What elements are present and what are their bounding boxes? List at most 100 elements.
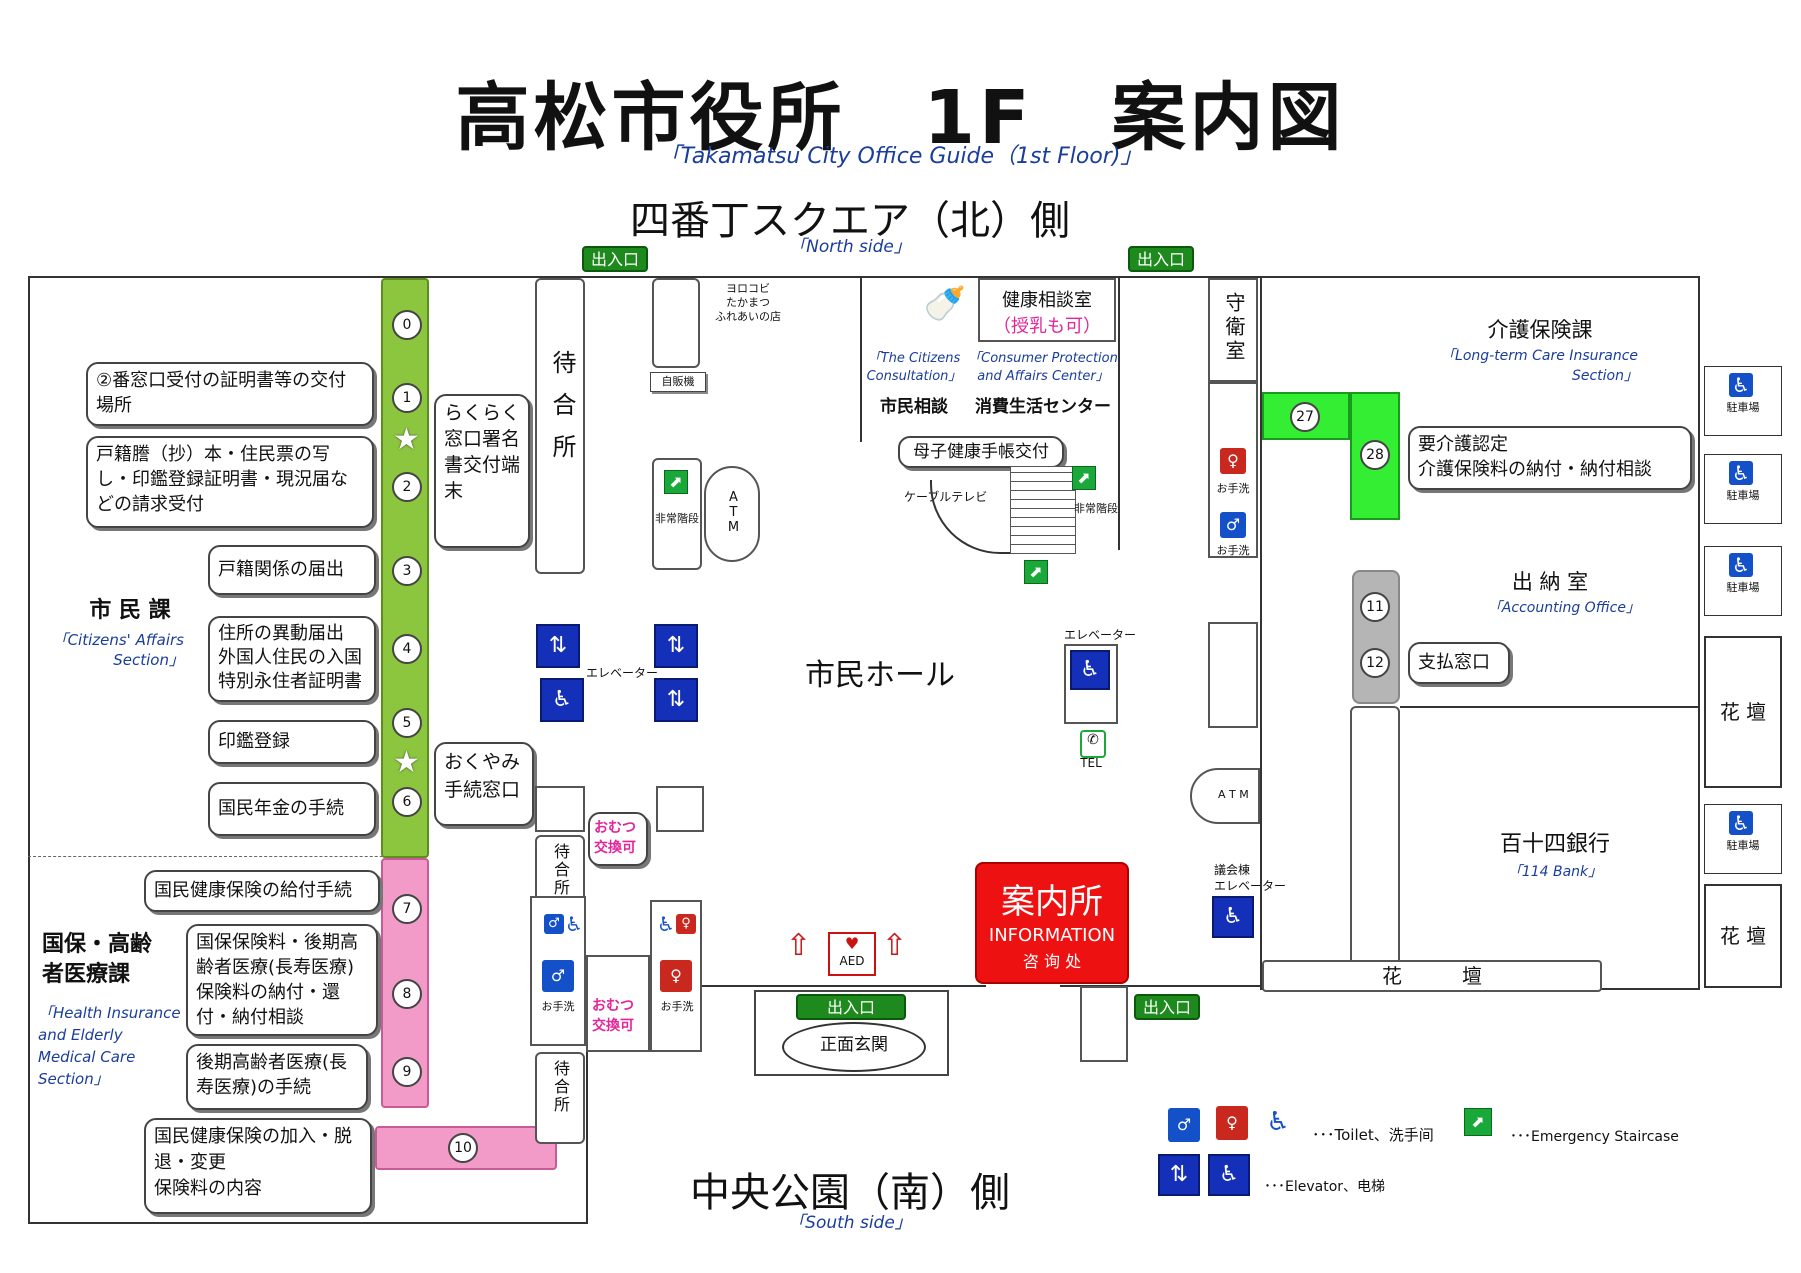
flower-bed-east-1: 花 壇 [1704,636,1782,788]
counter-3[interactable]: 3 [392,556,422,586]
tel-label: TEL [1080,756,1102,770]
legend-accessible-elevator-icon: ♿ [1208,1154,1250,1196]
citizens-section-en: 「Citizens' Affairs Section」 [52,631,184,669]
legend-elevator-icon: ⇅ [1158,1154,1200,1196]
counter-8[interactable]: 8 [392,979,422,1009]
entrance-north-east[interactable]: 出入口 [1128,246,1194,272]
aed-box[interactable]: ♥ AED [828,932,876,976]
legend-elevator-label: ･･･Elevator、电梯 [1264,1179,1386,1195]
counter-2[interactable]: 2 [392,472,422,502]
diaper-change-callout: おむつ 交換可 [588,812,648,866]
counter-7-callout: 国民健康保険の給付手続 [144,870,380,912]
counter-0[interactable]: 0 [392,310,422,340]
emergency-stairs-icon: ⬈ [1072,466,1096,490]
yorokobi-shop[interactable]: ヨロコビ たかまつ ふれあいの店 [715,282,781,323]
female-toilet-icon[interactable]: ♀ [1220,448,1246,474]
elevator-label-west: エレベーター [586,666,659,680]
counter-9[interactable]: 9 [392,1057,422,1087]
counter-3-callout: 戸籍関係の届出 [208,545,376,595]
male-toilet-icon[interactable]: ♂ [542,960,574,992]
north-side-en: 「North side」 [789,237,911,257]
counter-7[interactable]: 7 [392,894,422,924]
accessible-elevator-icon[interactable]: ♿ [1070,650,1110,690]
female-toilet-icon[interactable]: ♀ [660,960,692,992]
guard-room: 守衛室 [1208,278,1258,382]
counter-9-callout: 後期高齢者医療(長寿医療)の手続 [186,1044,368,1110]
insurance-section-label: 国保・高齢 者医療課 [42,932,153,987]
emergency-stairs-icon: ⬈ [664,470,688,494]
elevator-icon[interactable]: ⇅ [536,624,580,668]
pillar [1080,986,1128,1062]
atm-east[interactable]: A T M [1190,768,1260,824]
condolence-window-callout: おくやみ手続窓口 [434,742,534,826]
care-section-label: 介護保険課 [1487,318,1593,342]
parking-1[interactable]: ♿ 駐車場 [1704,366,1782,436]
parking-2[interactable]: ♿ 駐車場 [1704,454,1782,524]
health-consultation-room: 健康相談室 （授乳も可） [978,278,1116,342]
information-desk[interactable]: 案内所 INFORMATION 咨 询 处 [975,862,1129,984]
citizens-hall-label: 市民ホール [805,658,955,693]
counter-1[interactable]: 1 [392,383,422,413]
legend-stairs-label: ･･･Emergency Staircase [1510,1129,1679,1145]
counter-12[interactable]: 12 [1360,648,1390,678]
maternity-handbook-window[interactable]: 母子健康手帳交付 [898,436,1064,468]
council-elevator-icon[interactable]: ♿ [1212,896,1254,938]
counter-28-callout: 要介護認定 介護保険料の納付・納付相談 [1408,426,1692,490]
pillar [656,786,704,832]
counter-5[interactable]: 5 [392,708,422,738]
flower-bed-south: 花 壇 [1262,960,1602,992]
main-entrance-area [754,990,949,1076]
counter-6-callout: 国民年金の手続 [208,782,376,836]
page-title: 高松市役所 1F 案内図 [455,75,1346,161]
citizens-consultation-en: 「The Citizens Consultation」 [866,351,962,384]
wheelchair-icon: ♿ [565,912,583,936]
stair-curve [930,480,1018,554]
male-toilet-icon[interactable]: ♂ [544,914,564,934]
rakuraku-window-callout: らくらく窓口署名書交付端末 [434,394,530,548]
north-side-label: 四番丁スクエア（北）側 [630,198,1070,244]
phone-icon[interactable]: ✆ [1080,730,1106,758]
arrow-up-icon: ⇧ [882,928,908,963]
accessible-elevator-icon[interactable]: ♿ [540,678,584,722]
elevator-label-center: エレベーター [1064,628,1137,642]
parking-3[interactable]: ♿ 駐車場 [1704,546,1782,616]
elevator-icon[interactable]: ⇅ [654,624,698,668]
counter-4[interactable]: 4 [392,634,422,664]
accounting-section-en: 「Accounting Office」 [1487,600,1640,616]
entrance-north-west[interactable]: 出入口 [582,246,648,272]
citizens-consultation[interactable]: 市民相談 [880,397,948,417]
parking-4[interactable]: ♿ 駐車場 [1704,804,1782,874]
emergency-stairs-icon: ⬈ [1024,560,1048,584]
diaper-room [586,955,650,1052]
consumer-center[interactable]: 消費生活センター [975,397,1111,417]
legend-male-toilet-icon: ♂ [1168,1108,1200,1142]
elevator-icon[interactable]: ⇅ [654,678,698,722]
restroom-label: お手洗 [1216,544,1250,557]
restroom-label: お手洗 [660,1000,694,1013]
south-side-en: 「South side」 [788,1213,912,1233]
pillar [1208,622,1258,728]
counter-28[interactable]: 28 [1360,440,1390,470]
entrance-south-east[interactable]: 出入口 [1134,994,1200,1020]
counter-4-callout: 住所の異動届出 外国人住民の入国 特別永住者証明書 [208,616,376,702]
counter-10[interactable]: 10 [448,1133,478,1163]
male-toilet-icon[interactable]: ♂ [1220,512,1246,538]
counter-11[interactable]: 11 [1360,592,1390,622]
entrance-south-main[interactable]: 出入口 [796,994,906,1020]
star-icon: ★ [393,422,420,457]
legend-female-toilet-icon: ♀ [1216,1106,1248,1140]
restroom-label: お手洗 [1216,482,1250,495]
emergency-stairs-label: 非常階段 [1074,502,1118,515]
counter-2-callout: 戸籍謄（抄）本・住民票の写し・印鑑登録証明書・現況届などの請求受付 [86,436,374,528]
female-toilet-icon[interactable]: ♀ [676,914,696,934]
counter-6[interactable]: 6 [392,787,422,817]
counter-1-callout: ②番窓口受付の証明書等の交付場所 [86,362,374,426]
payment-window-callout: 支払窓口 [1408,642,1510,684]
counter-5-callout: 印鑑登録 [208,720,376,764]
atm-west[interactable]: ATM [704,466,760,562]
staircase [1010,466,1076,554]
counter-27[interactable]: 27 [1290,402,1320,432]
insurance-section-en: 「Health Insurance and Elderly Medical Ca… [38,1004,181,1088]
page-subtitle: 「Takamatsu City Office Guide（1st Floor)」 [658,144,1143,169]
main-entrance[interactable]: 正面玄関 [782,1022,926,1072]
